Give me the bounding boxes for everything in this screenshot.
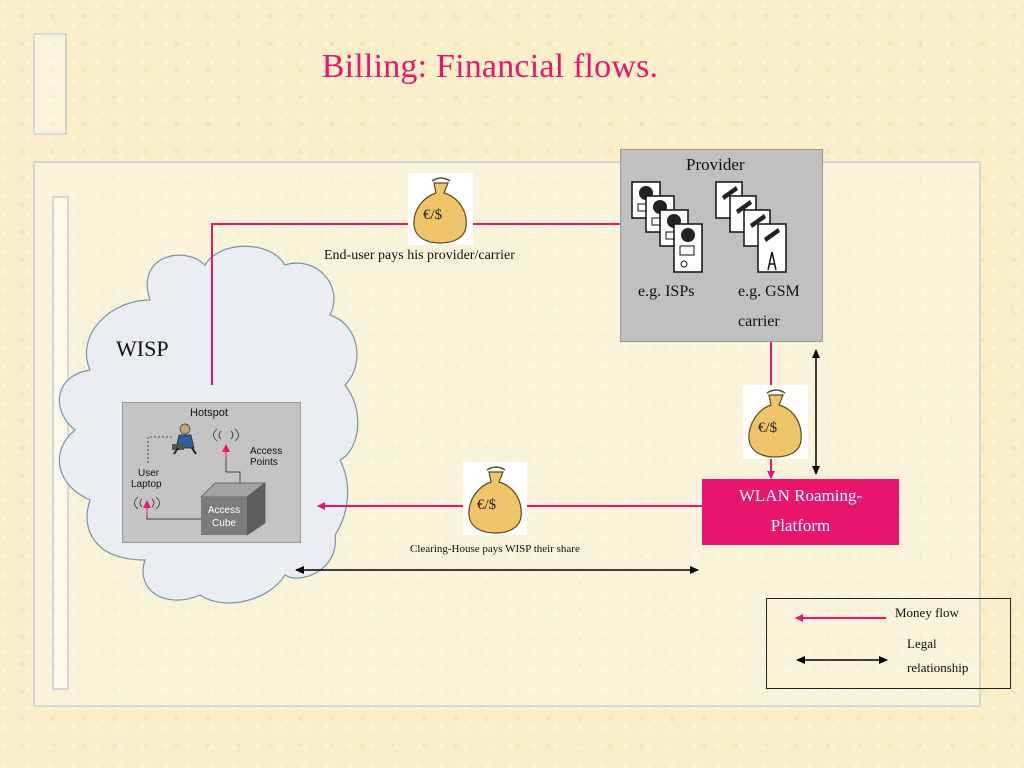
access-cube-label-line2: Cube [212,518,236,529]
money-bag-label: €/$ [758,420,778,436]
money-bag-icon [748,389,802,458]
provider-box [620,149,823,342]
wisp-label: WISP [116,336,169,361]
isp-server-icons [631,181,703,273]
gsm-label-line1: e.g. GSM [738,283,800,300]
wlan-roaming-platform-box: WLAN Roaming- Platform [702,479,899,545]
wlan-platform-line1: WLAN Roaming- [738,486,863,505]
legend-money-flow-label: Money flow [895,605,959,620]
laptop-cube-link [146,516,201,520]
gsm-carrier-icons [715,181,787,273]
legend-legal-label-line1: Legal [907,636,937,651]
gsm-label-line2: carrier [738,313,780,330]
access-cube-side [246,482,266,536]
clearing-house-caption: Clearing-House pays WISP their share [410,543,580,555]
ap-cube-link [225,460,241,487]
isp-label: e.g. ISPs [638,283,695,300]
access-cube-label-line1: Access [207,505,241,516]
page-title: Billing: Financial flows. [321,48,659,85]
access-point-icon [213,428,239,460]
user-link-line [147,436,172,465]
hotspot-title: Hotspot [190,407,228,419]
user-laptop-label-line2: Laptop [131,479,162,490]
user-laptop-antenna-icon [134,496,160,516]
money-bag-label: €/$ [477,497,497,513]
money-bag-provider-payment: €/$ [408,173,473,245]
provider-devices [631,181,787,273]
legend-box [766,598,1011,689]
money-bag-wisp-payment: €/$ [463,462,527,535]
decorative-bar-top [33,33,67,135]
legend-legal-label-line2: relationship [907,660,969,675]
money-bag-platform-payment: €/$ [743,385,808,459]
access-cube [201,497,247,535]
access-points-label-line1: Access [250,446,283,457]
provider-title: Provider [686,155,745,174]
wlan-platform-line2: Platform [770,516,831,535]
money-flow-to-provider [211,220,629,385]
end-user-pays-caption: End-user pays his provider/carrier [324,248,515,263]
money-bag-icon [468,466,522,534]
money-bag-label: €/$ [423,207,443,223]
money-bag-icon [413,177,467,244]
user-laptop-person-icon [172,423,197,455]
hotspot-illustration [134,423,267,536]
access-points-label-line2: Points [250,457,278,468]
user-laptop-label-line1: User [138,468,160,479]
